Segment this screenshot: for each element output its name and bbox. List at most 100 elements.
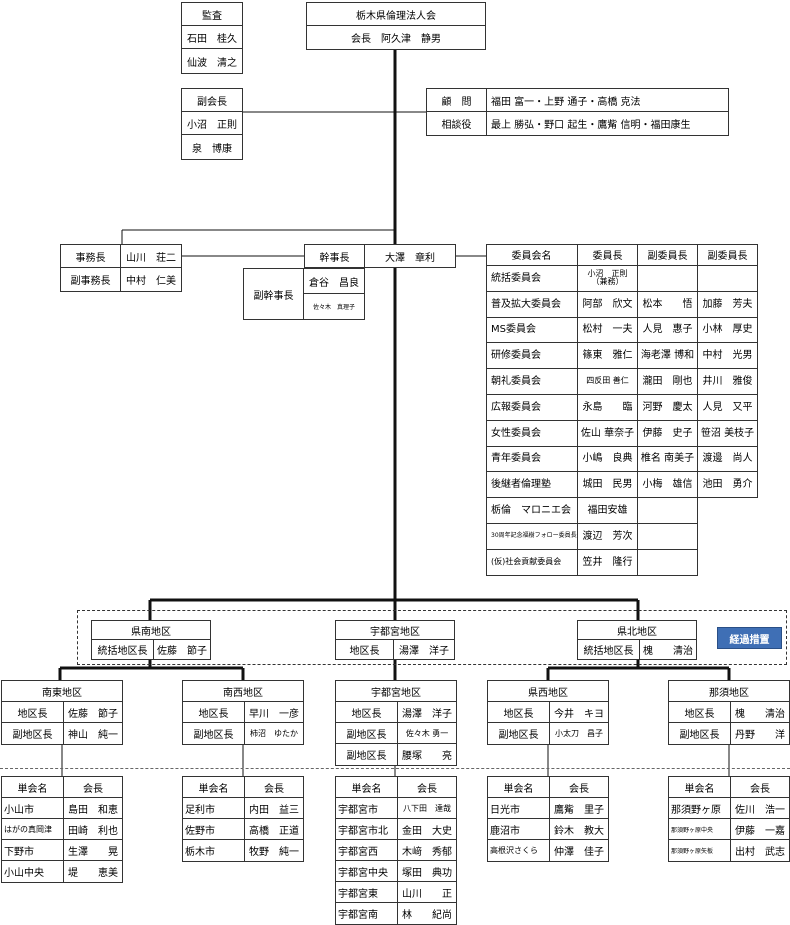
unit-header: 単会名 [336,777,398,798]
committee-cell: 池田 勇介 [698,472,758,499]
committee-header: 委員長 [578,244,638,266]
unit-chair: 金田 大史 [398,819,456,840]
district-person: 腰塚 亮 [402,751,452,762]
unit-table: 単会名会長足利市内田 益三佐野市高橋 正道栃木市牧野 純一 [182,776,304,862]
auditor-name: 仙波 清之 [187,57,237,69]
unit-chair: 牧野 純一 [249,847,299,858]
committee-cell: 小沼 正則 （兼務） [578,266,638,292]
committee-cell: 人見 又平 [698,395,758,421]
unit-header: 会長 [245,777,303,798]
advisor-role: 顧 問 [427,89,487,112]
executive-box: 幹事長 大澤 章利 [304,244,456,268]
committee-header: 副委員長 [698,244,758,266]
unit-name: 足利市 [183,798,245,819]
unit-chair: 田崎 利也 [64,819,122,840]
unit-table: 単会名会長小山市島田 和恵はがの真岡津田崎 利也下野市生澤 晃小山中央堤 恵美 [1,776,123,883]
vice-chairs-box: 副会長 小沼 正則 泉 博康 [181,88,243,160]
region-name: 県北地区 [578,621,696,640]
district-role: 地区長 [336,702,398,723]
unit-name: 鹿沼市 [488,819,550,840]
unit-chair: 林 紀尚 [402,910,452,921]
unit-name: 下野市 [2,840,64,861]
committee-cell [638,266,698,292]
committee-cell: 椎名 南美子 [638,446,698,473]
advisor-names: 福田 富一・上野 通子・高橋 克法 [487,89,728,112]
unit-table: 単会名会長日光市鷹觜 里子鹿沼市鈴木 教大高根沢さくら仲澤 佳子 [487,776,609,862]
committee-cell: 30周年記念福樹フォロー委員長 [486,524,578,550]
unit-name: 小山市 [2,798,64,819]
unit-name: 宇都宮南 [336,903,398,924]
district-role: 地区長 [2,702,64,723]
region-name: 宇都宮地区 [336,621,454,640]
unit-header: 単会名 [183,777,245,798]
district-role: 副地区長 [488,723,550,744]
committee-cell: 篠東 雅仁 [578,343,638,370]
committee-cell: 青年委員会 [486,446,578,473]
region-role: 統括地区長 [578,640,640,659]
committee-cell: 松本 悟 [638,291,698,318]
committee-cell: 伊藤 史子 [638,420,698,447]
unit-header: 会長 [550,777,608,798]
region-box: 宇都宮地区地区長湯澤 洋子 [335,620,455,660]
unit-chair: 鷹觜 里子 [550,798,608,819]
committee-cell: 城田 民男 [578,472,638,499]
association-chair: 会長 阿久津 静男 [351,34,441,45]
committee-cell: 広報委員会 [486,395,578,421]
committee-cell: 加藤 芳夫 [698,291,758,318]
committee-cell [638,498,698,524]
committee-cell: 笹沼 美枝子 [698,420,758,447]
committee-cell: 小嶋 良典 [578,446,638,473]
committee-cell: MS委員会 [486,317,578,344]
association-box: 栃木県倫理法人会 会長 阿久津 静男 [306,2,486,50]
deputy-executive-title: 副幹事長 [244,269,304,319]
vice-chair-name: 泉 博康 [192,143,232,155]
association-name: 栃木県倫理法人会 [307,3,485,26]
committee-cell: 小林 厚史 [698,317,758,344]
unit-header: 会長 [731,777,789,798]
committee-cell: 栃倫 マロニエ会 [486,498,578,524]
committee-cell: (仮)社会貢献委員会 [486,549,578,576]
district-person: 佐々木 勇一 [398,723,456,744]
region-box: 県北地区統括地区長槐 清治 [577,620,697,660]
district-person: 小太刀 昌子 [555,729,603,738]
region-box: 県南地区統括地区長佐藤 節子 [91,620,211,660]
unit-header: 会長 [64,777,122,798]
district-person: 柿沼 ゆたか [250,729,298,738]
region-name: 県南地区 [92,621,210,640]
unit-header: 単会名 [488,777,550,798]
unit-name: 宇都宮東 [336,882,398,903]
committee-cell: 松村 一夫 [578,317,638,344]
unit-chair: 鈴木 教大 [550,819,608,840]
unit-chair: 木﨑 秀郁 [398,840,456,861]
committee-cell: 河野 慶太 [638,395,698,421]
committee-cell: 瀧田 剛也 [638,369,698,395]
unit-chair: 出村 武志 [735,847,785,858]
unit-name: 宇都宮市北 [336,819,398,840]
transition-frame [77,610,787,665]
committee-cell: 井川 雅俊 [698,369,758,395]
unit-header: 単会名 [2,777,64,798]
district-role: 副地区長 [336,744,398,765]
committee-cell: 女性委員会 [486,420,578,447]
committee-cell: 福田安雄 [578,498,638,524]
district-name: 県西地区 [488,681,608,702]
unit-name: はがの真岡津 [2,819,64,840]
committee-cell: 阿部 欣文 [578,291,638,318]
unit-name: 宇都宮西 [336,840,398,861]
district-person: 丹野 洋 [735,730,785,741]
unit-name: 佐野市 [183,819,245,840]
unit-header: 会長 [398,777,456,798]
committee-cell: 人見 惠子 [638,317,698,344]
region-person: 佐藤 節子 [157,646,207,657]
region-person: 湯澤 洋子 [399,646,449,657]
district-name: 南東地区 [2,681,122,702]
region-role: 地区長 [336,640,394,659]
unit-chair: 伊藤 一嘉 [731,819,789,840]
region-person: 槐 清治 [643,646,693,657]
committee-cell: 渡辺 芳次 [578,524,638,550]
unit-header: 単会名 [669,777,731,798]
committee-cell: 四反田 善仁 [578,369,638,395]
auditors-box: 監査 石田 桂久 仙波 清之 [181,2,243,74]
committee-cell: 渡邊 尚人 [698,446,758,473]
